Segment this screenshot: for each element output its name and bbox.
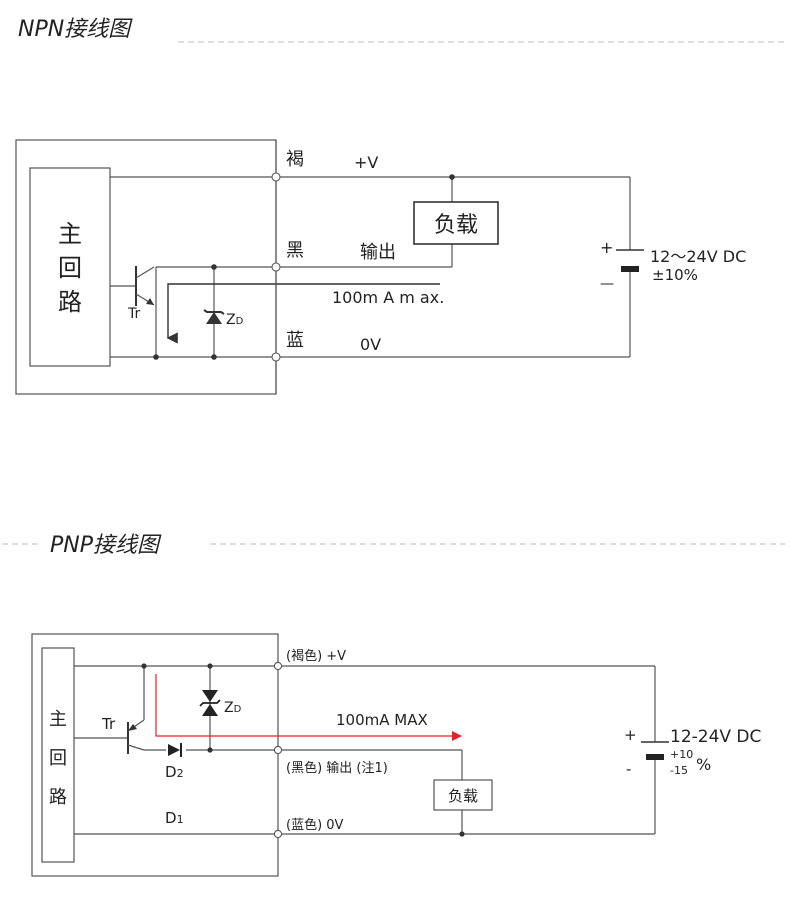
pnp-junction-dot [207,663,213,669]
pnp-blue-label: (蓝色) 0V [286,817,344,833]
pnp-tr-label: Tr [101,715,116,733]
pnp-load-box [433,779,493,811]
npn-battery-plus: + [600,238,613,257]
pnp-diode-d2-icon [168,744,180,756]
pnp-supply-voltage: 12-24V DC [670,727,761,747]
pnp-main-circuit-char-1: 主 [49,709,67,730]
npn-tr-label: Tr [127,306,140,322]
pnp-junction-dot [459,831,465,837]
npn-main-circuit-char-1: 主 [58,220,82,248]
pnp-junction-dot [207,747,213,753]
npn-plus-v-label: +V [354,153,378,172]
npn-terminal-blue [271,352,281,362]
pnp-d1-label: D1 [165,809,184,827]
pnp-main-circuit-char-3: 路 [49,787,67,808]
npn-supply-voltage: 12～24V DC [650,247,746,266]
pnp-title: PNP接线图 [50,533,162,558]
pnp-battery-plus: + [624,726,637,744]
pnp-diagram: PNP接线图 主 回 路 负载 Tr [2,533,785,877]
npn-junction-dot [211,264,217,270]
pnp-zener-bar [199,699,221,707]
npn-output-label: 输出 [360,242,396,263]
pnp-d2-label: D2 [165,763,184,781]
npn-load-box [413,201,499,245]
npn-battery-minus: — [600,276,614,292]
npn-junction-dot [211,354,217,360]
pnp-junction-dot [141,663,147,669]
npn-zener-bar [203,309,225,315]
npn-tr-emitter-arrow [146,298,154,305]
npn-zd-label: ZD [226,312,244,328]
pnp-terminal-blue [273,829,283,839]
pnp-tr-collector [127,744,145,751]
npn-main-circuit-box [29,167,111,367]
pnp-load-label: 负载 [448,787,478,805]
pnp-zd-label: ZD [224,700,242,716]
npn-wire-blue: 蓝 [286,330,304,351]
npn-supply-tolerance: ±10% [652,266,698,284]
npn-zero-v-label: 0V [360,335,381,354]
npn-terminal-black [271,262,281,272]
npn-junction-dot [153,354,159,360]
npn-battery-plate-short [621,266,639,272]
npn-zener-icon [206,312,222,324]
npn-main-circuit-char-2: 回 [58,254,82,282]
pnp-tol-minus: -15 [670,764,688,777]
pnp-tr-emitter-arrow [128,724,137,731]
npn-current-arrow [166,283,440,344]
npn-diagram: NPN接线图 主 回 路 负载 Tr [15,17,785,395]
pnp-battery-plate-short [646,754,664,760]
pnp-tol-pct: % [696,755,711,774]
pnp-black-label: (黑色) 输出 (注1) [286,760,388,776]
pnp-battery-minus: - [626,760,631,778]
npn-wire-brown: 褐 [286,149,304,170]
npn-main-circuit-char-3: 路 [58,288,82,316]
pnp-brown-label: (褐色) +V [286,648,346,664]
pnp-main-circuit-char-2: 回 [49,748,67,769]
npn-title: NPN接线图 [18,17,133,42]
pnp-current-arrow [155,674,452,737]
pnp-zener-top-icon [202,690,218,702]
pnp-zener-bottom-icon [202,704,218,716]
pnp-tol-plus: +10 [670,748,693,761]
npn-wire-black: 黑 [286,240,304,261]
pnp-main-circuit-box [41,647,75,863]
npn-terminal-brown [271,172,281,182]
npn-current-label: 100m A m ax. [332,288,444,307]
pnp-terminal-black [273,745,283,755]
npn-tr-collector [135,266,155,279]
pnp-terminal-brown [273,661,283,671]
pnp-sensor-housing [31,633,279,877]
pnp-current-arrow-head [452,731,462,741]
npn-load-label: 负载 [434,213,478,238]
pnp-current-label: 100mA MAX [336,711,428,729]
npn-junction-dot [449,174,455,180]
